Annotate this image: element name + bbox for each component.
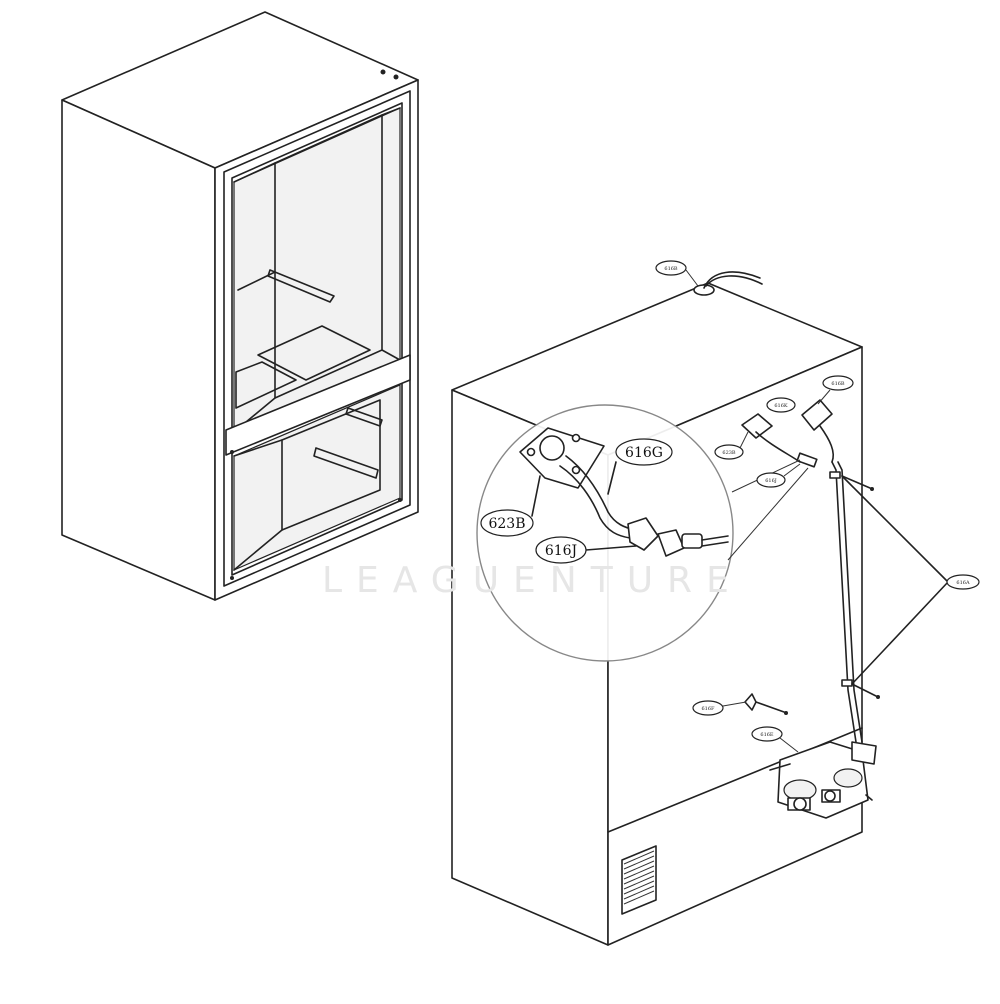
callout-623B: 623B bbox=[480, 509, 534, 537]
svg-text:616A: 616A bbox=[956, 580, 970, 586]
callout-small-8: 616A bbox=[946, 574, 980, 590]
callout-small-2: 616B bbox=[817, 375, 854, 405]
callout-small-6: 616F bbox=[692, 700, 747, 716]
callout-small-7: 616E bbox=[751, 726, 799, 753]
vent-grille bbox=[621, 845, 657, 915]
water-valve-assembly bbox=[769, 741, 877, 819]
svg-text:616G: 616G bbox=[625, 445, 663, 461]
callout-616G: 616G bbox=[615, 438, 673, 466]
watermark-text: LEAGUENTURE bbox=[322, 560, 743, 601]
svg-text:623B: 623B bbox=[722, 450, 736, 456]
cabinet-side bbox=[61, 99, 216, 601]
svg-text:616F: 616F bbox=[701, 706, 715, 712]
svg-text:616J: 616J bbox=[545, 543, 577, 559]
callout-small-4: 623B bbox=[714, 431, 749, 460]
cabinet-front-view bbox=[61, 11, 419, 601]
callout-small-top: 616B bbox=[655, 260, 699, 287]
svg-text:616B: 616B bbox=[831, 381, 845, 387]
svg-text:616K: 616K bbox=[774, 403, 788, 409]
svg-text:623B: 623B bbox=[488, 516, 525, 532]
callout-small-3: 616K bbox=[766, 397, 796, 413]
fitting-616J bbox=[627, 517, 729, 557]
svg-text:616J: 616J bbox=[765, 478, 777, 484]
svg-text:616E: 616E bbox=[760, 732, 774, 738]
callout-616J: 616J bbox=[535, 536, 587, 564]
mullion bbox=[225, 354, 411, 456]
detail-magnifier bbox=[476, 404, 809, 662]
callout-small-5: 616J bbox=[756, 463, 801, 488]
svg-text:616B: 616B bbox=[664, 266, 678, 272]
